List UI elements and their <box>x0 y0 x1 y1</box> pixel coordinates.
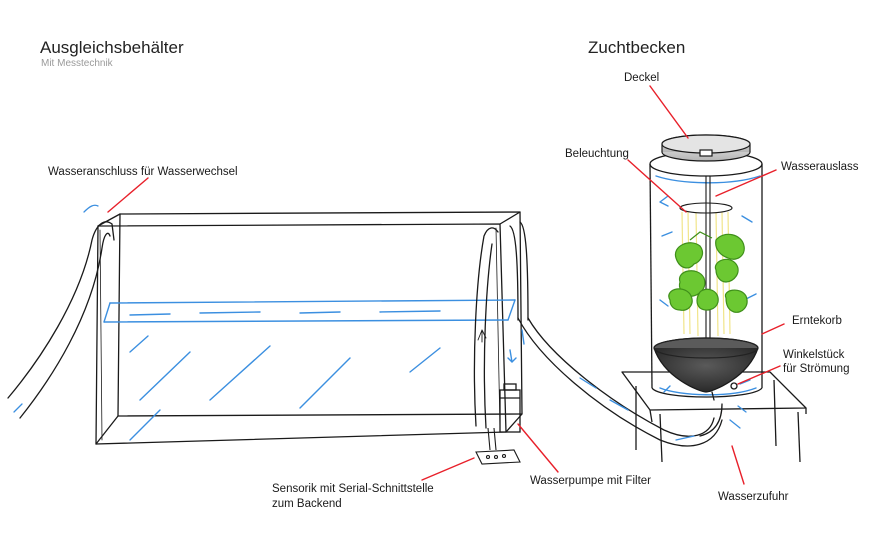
water-pump <box>500 384 520 432</box>
label-sensorik-line1: Sensorik mit Serial-Schnittstelle <box>272 482 434 496</box>
harvest-basket <box>654 338 758 392</box>
label-wasserauslass: Wasserauslass <box>781 160 859 174</box>
label-wasseranschluss: Wasseranschluss für Wasserwechsel <box>48 165 238 179</box>
label-deckel: Deckel <box>624 71 659 85</box>
label-wasserzufuhr: Wasserzufuhr <box>718 490 789 504</box>
label-beleuchtung: Beleuchtung <box>565 147 629 161</box>
plants <box>669 232 747 312</box>
label-sensorik-line2: zum Backend <box>272 497 342 511</box>
label-erntekorb: Erntekorb <box>792 314 842 328</box>
buffer-tank-water <box>104 300 524 440</box>
breeding-tank-title: Zuchtbecken <box>588 37 685 58</box>
lid <box>662 135 750 161</box>
label-winkelstueck-line2: für Strömung <box>783 362 849 376</box>
label-winkelstueck-line1: Winkelstück <box>783 348 844 362</box>
pump-riser-hose <box>474 228 498 428</box>
buffer-tank <box>96 212 522 444</box>
buffer-tank-subtitle: Mit Messtechnik <box>41 58 113 71</box>
label-wasserpumpe: Wasserpumpe mit Filter <box>530 474 651 488</box>
buffer-tank-title: Ausgleichsbehälter <box>40 37 184 58</box>
sensor-module <box>476 428 520 464</box>
